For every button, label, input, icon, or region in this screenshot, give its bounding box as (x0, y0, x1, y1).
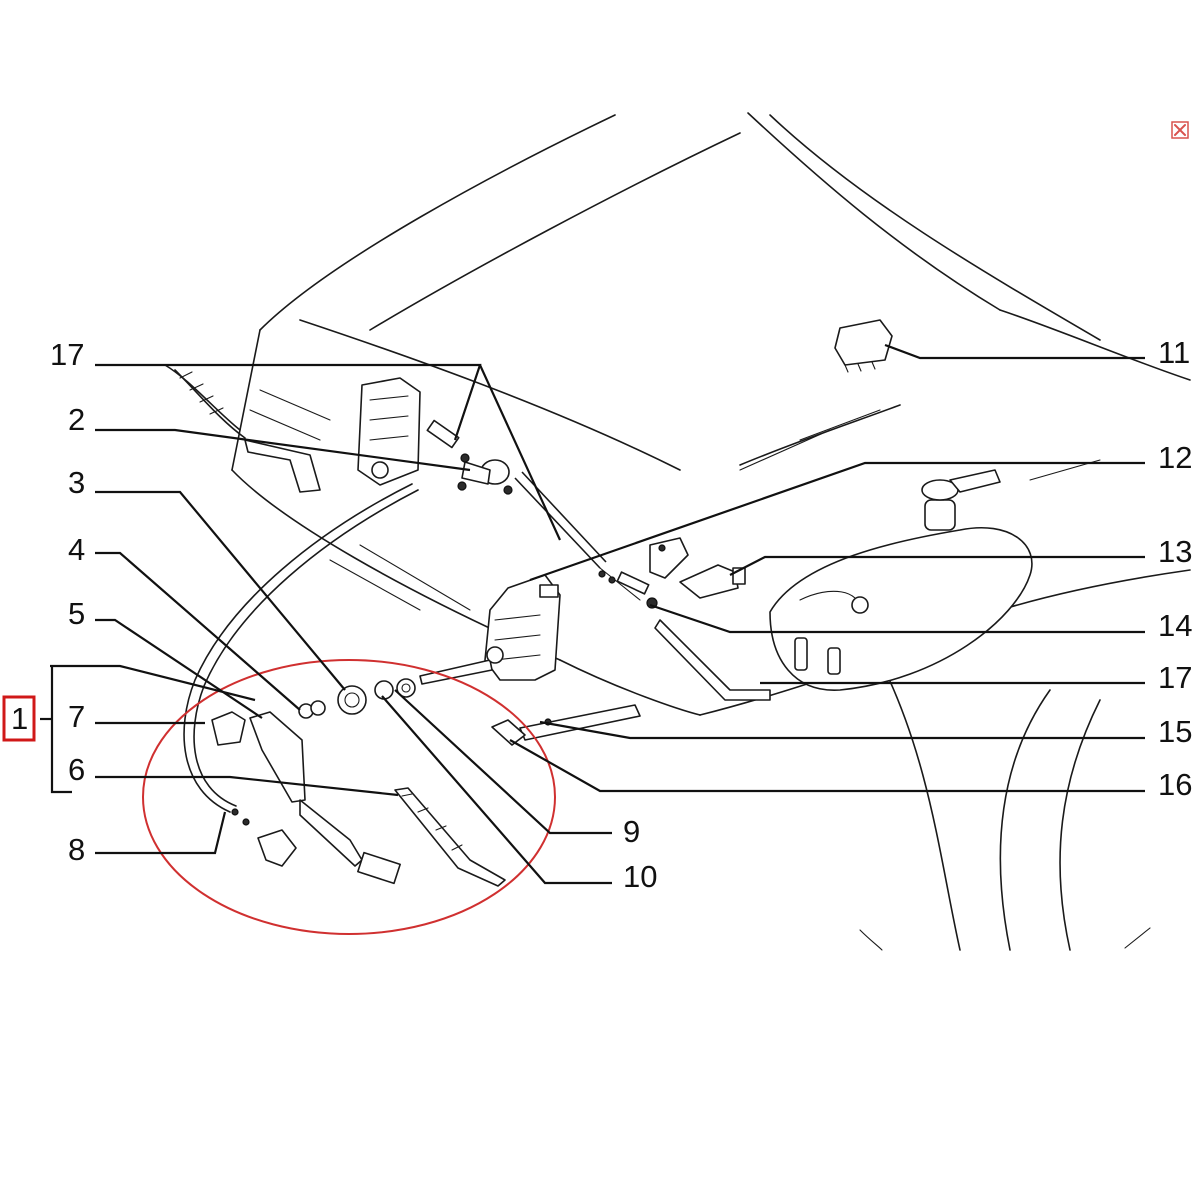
part-5-arm-bracket (249, 711, 306, 803)
callout-12: 12 (1158, 440, 1192, 475)
callout-9: 9 (623, 814, 640, 849)
car-body-outline (231, 112, 1191, 951)
callout-4: 4 (68, 532, 85, 567)
part-16-pad (491, 719, 526, 746)
callout-3: 3 (68, 465, 85, 500)
part-12-connector (649, 537, 689, 579)
callout-6: 6 (68, 752, 85, 787)
part-10-washer (374, 678, 416, 700)
callout-8: 8 (68, 832, 85, 867)
callout-13: 13 (1158, 534, 1192, 569)
close-icon[interactable] (1171, 121, 1189, 139)
callout-15: 15 (1158, 714, 1192, 749)
wiper-motor-main (419, 574, 561, 685)
callout-11: 11 (1158, 335, 1190, 370)
washer-cable-long (183, 483, 419, 813)
callout-16: 16 (1158, 767, 1192, 802)
leader-lines (40, 343, 1145, 885)
callout-17-right: 17 (1158, 660, 1192, 695)
wiper-arm-upper (164, 364, 321, 493)
part-2-fitting (426, 419, 513, 495)
callout-17-left: 17 (50, 337, 84, 372)
part-7-clip (211, 711, 246, 746)
part-15-bracket (519, 704, 641, 741)
part-6-arm (299, 799, 401, 885)
wiper-blade (394, 787, 506, 887)
selected-callout-box (2, 695, 36, 742)
part-3-gear (337, 685, 367, 715)
relay-11 (834, 319, 893, 373)
washer-reservoir (769, 469, 1033, 691)
callout-7: 7 (68, 699, 85, 734)
highlight-ellipse (142, 659, 556, 935)
part-8-joint (231, 808, 297, 867)
callout-5: 5 (68, 596, 85, 631)
washer-hose (514, 471, 771, 701)
callout-14: 14 (1158, 608, 1192, 643)
part-13-connector (679, 564, 746, 599)
callout-10: 10 (623, 859, 657, 894)
callout-labels: 17 2 3 4 5 1 7 6 8 11 12 13 14 17 15 16 … (11, 335, 1192, 894)
callout-1: 1 (11, 701, 28, 736)
part-4-nut (298, 700, 326, 719)
callout-2: 2 (68, 402, 85, 437)
wiper-motor-upper (357, 377, 421, 486)
